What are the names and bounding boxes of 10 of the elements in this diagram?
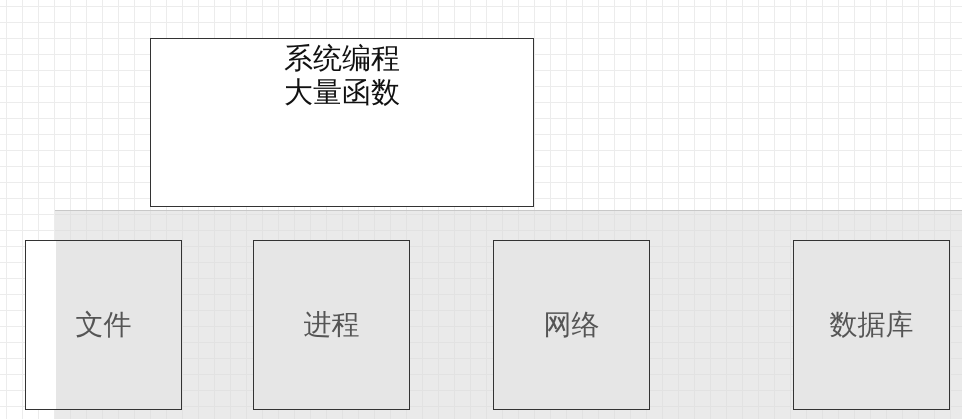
- process-box: [493, 240, 650, 410]
- box-label: 系统编程大量函数: [284, 41, 400, 109]
- process-box: [793, 240, 950, 410]
- box-label: 数据库: [830, 308, 914, 342]
- process-box: [253, 240, 410, 410]
- box-label: 网络: [544, 308, 600, 342]
- process-box: [25, 240, 182, 410]
- box-label: 进程: [304, 308, 360, 342]
- process-box: [150, 38, 534, 207]
- box-label: 文件: [76, 308, 132, 342]
